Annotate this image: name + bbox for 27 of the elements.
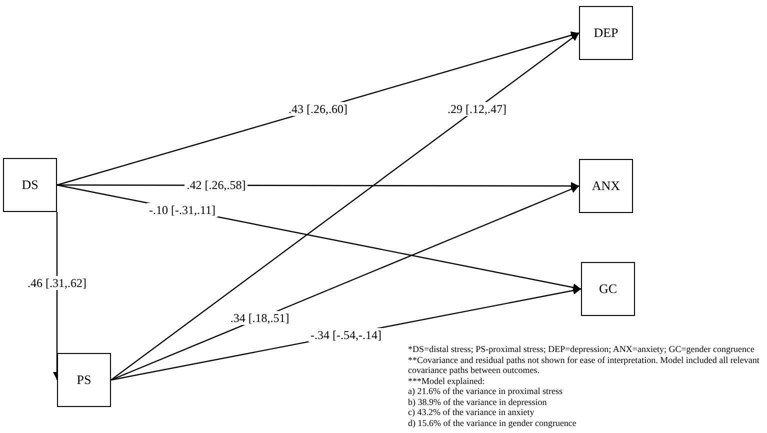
variable-name: ANX — [592, 177, 620, 196]
arrow — [110, 185, 580, 381]
edge-label: -.34 [-.54,-.14] — [308, 328, 384, 342]
note-text: **Covariance and residual paths not shown for ease of interpretation. Model included all relevant covariance paths between outcomes. — [408, 354, 760, 376]
arrow — [110, 32, 580, 380]
variable-name: DS — [22, 176, 38, 194]
note-text: ***Model explained: — [408, 376, 486, 386]
variable-box — [57, 353, 111, 407]
note-text: c) 43.2% of the variance in anxiety — [408, 407, 536, 418]
variable-name: DEP — [594, 24, 618, 42]
note-text: *DS=distal stress; PS-proximal stress; DEP=depression; ANX=anxiety; GC=gender congruence — [408, 344, 756, 354]
edge-label: .46 [.31,.62] — [26, 276, 88, 290]
edge-label: .42 [.26,.58] — [184, 178, 248, 192]
note-text: a) 21.6% of the variance in proximal stress — [408, 386, 564, 396]
variable-box — [3, 158, 57, 212]
edge-label: -.10 [-.31,.11] — [146, 202, 218, 217]
variable-name: GC — [598, 280, 618, 298]
note-text: b) 38.9% of the variance in depression — [408, 396, 548, 407]
arrow — [56, 31, 580, 186]
edge-label: .43 [.26,.60] — [286, 102, 350, 116]
variable-box — [581, 262, 635, 316]
edge-label: .29 [.12,.47] — [445, 102, 508, 116]
edge-label: .34 [.18,.51] — [228, 311, 292, 326]
variable-box — [579, 6, 633, 60]
variable-name: PS — [76, 371, 92, 390]
note-text: d) 15.6% of the variance in gender congruence — [408, 418, 578, 428]
variable-box — [579, 159, 633, 213]
